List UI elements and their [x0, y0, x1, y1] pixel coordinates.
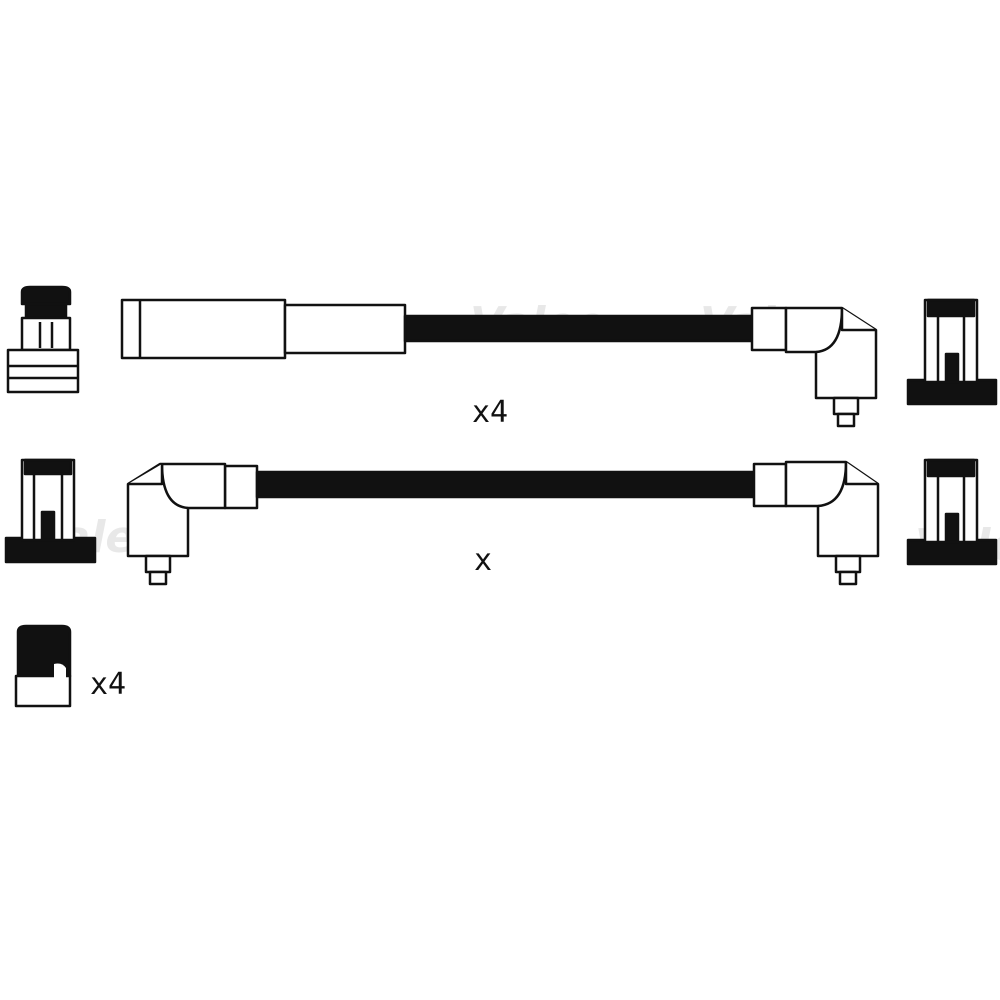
- coil-connector-icon: [4, 458, 97, 564]
- straight-boot-icon: [120, 298, 407, 360]
- angled-boot-icon: [750, 306, 878, 428]
- angled-boot-icon: [752, 460, 880, 586]
- quantity-label-bottom: x4: [90, 667, 127, 702]
- coil-connector-icon: [906, 298, 998, 406]
- middle-lead-cable: [255, 470, 756, 499]
- coil-connector-icon: [906, 458, 998, 566]
- angled-boot-icon: [126, 462, 259, 586]
- top-lead-cable: [403, 314, 754, 343]
- quantity-label-middle: x: [474, 543, 493, 578]
- spark-plug-boot-icon: [14, 624, 72, 708]
- distributor-terminal-icon: [6, 285, 80, 394]
- quantity-label-top: x4: [472, 395, 509, 430]
